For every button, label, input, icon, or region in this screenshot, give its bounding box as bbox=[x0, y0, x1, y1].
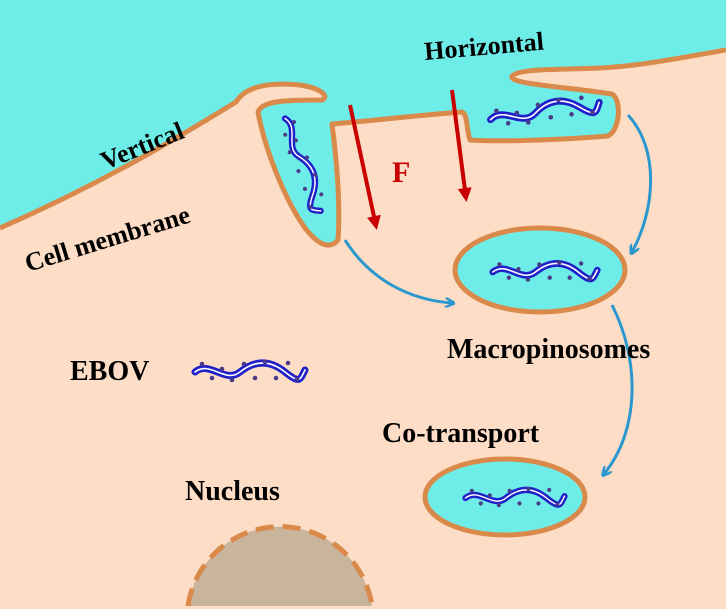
force-arrow-left bbox=[348, 104, 381, 230]
cell-membrane bbox=[0, 47, 726, 248]
label-force: F bbox=[392, 156, 410, 189]
label-cell-membrane: Cell membrane bbox=[21, 200, 193, 278]
extracellular-space bbox=[0, 0, 726, 246]
label-macropinosomes: Macropinosomes bbox=[447, 334, 650, 365]
label-co-transport: Co-transport bbox=[382, 418, 540, 449]
ebov-virion-free bbox=[195, 360, 305, 383]
arrow-co-transport bbox=[604, 304, 634, 474]
force-arrow-right bbox=[450, 89, 472, 202]
arrow-vertical-to-macropinosome bbox=[343, 239, 452, 303]
label-nucleus: Nucleus bbox=[185, 476, 280, 507]
nucleus bbox=[188, 526, 372, 606]
arrow-horizontal-to-macropinosome bbox=[626, 113, 653, 252]
label-ebov: EBOV bbox=[70, 356, 149, 387]
nucleus-envelope bbox=[185, 524, 375, 607]
